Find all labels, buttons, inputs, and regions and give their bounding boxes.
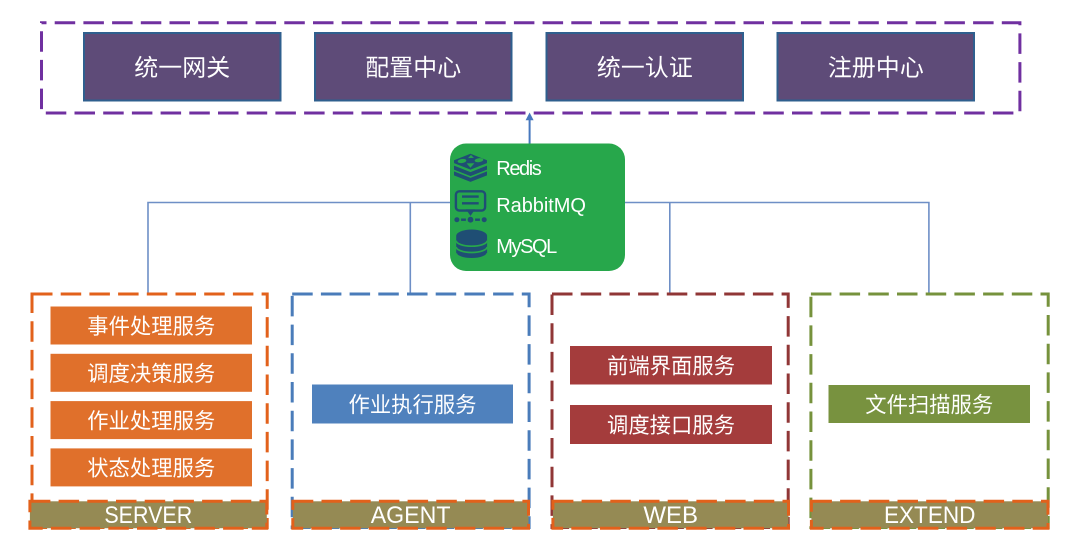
svg-text:Redis: Redis	[496, 158, 542, 180]
svg-text:WEB: WEB	[643, 502, 698, 529]
svg-text:MySQL: MySQL	[496, 236, 557, 258]
svg-text:EXTEND: EXTEND	[884, 501, 975, 528]
svg-text:RabbitMQ: RabbitMQ	[496, 195, 586, 217]
svg-text:AGENT: AGENT	[371, 501, 451, 527]
svg-text:SERVER: SERVER	[104, 501, 192, 528]
